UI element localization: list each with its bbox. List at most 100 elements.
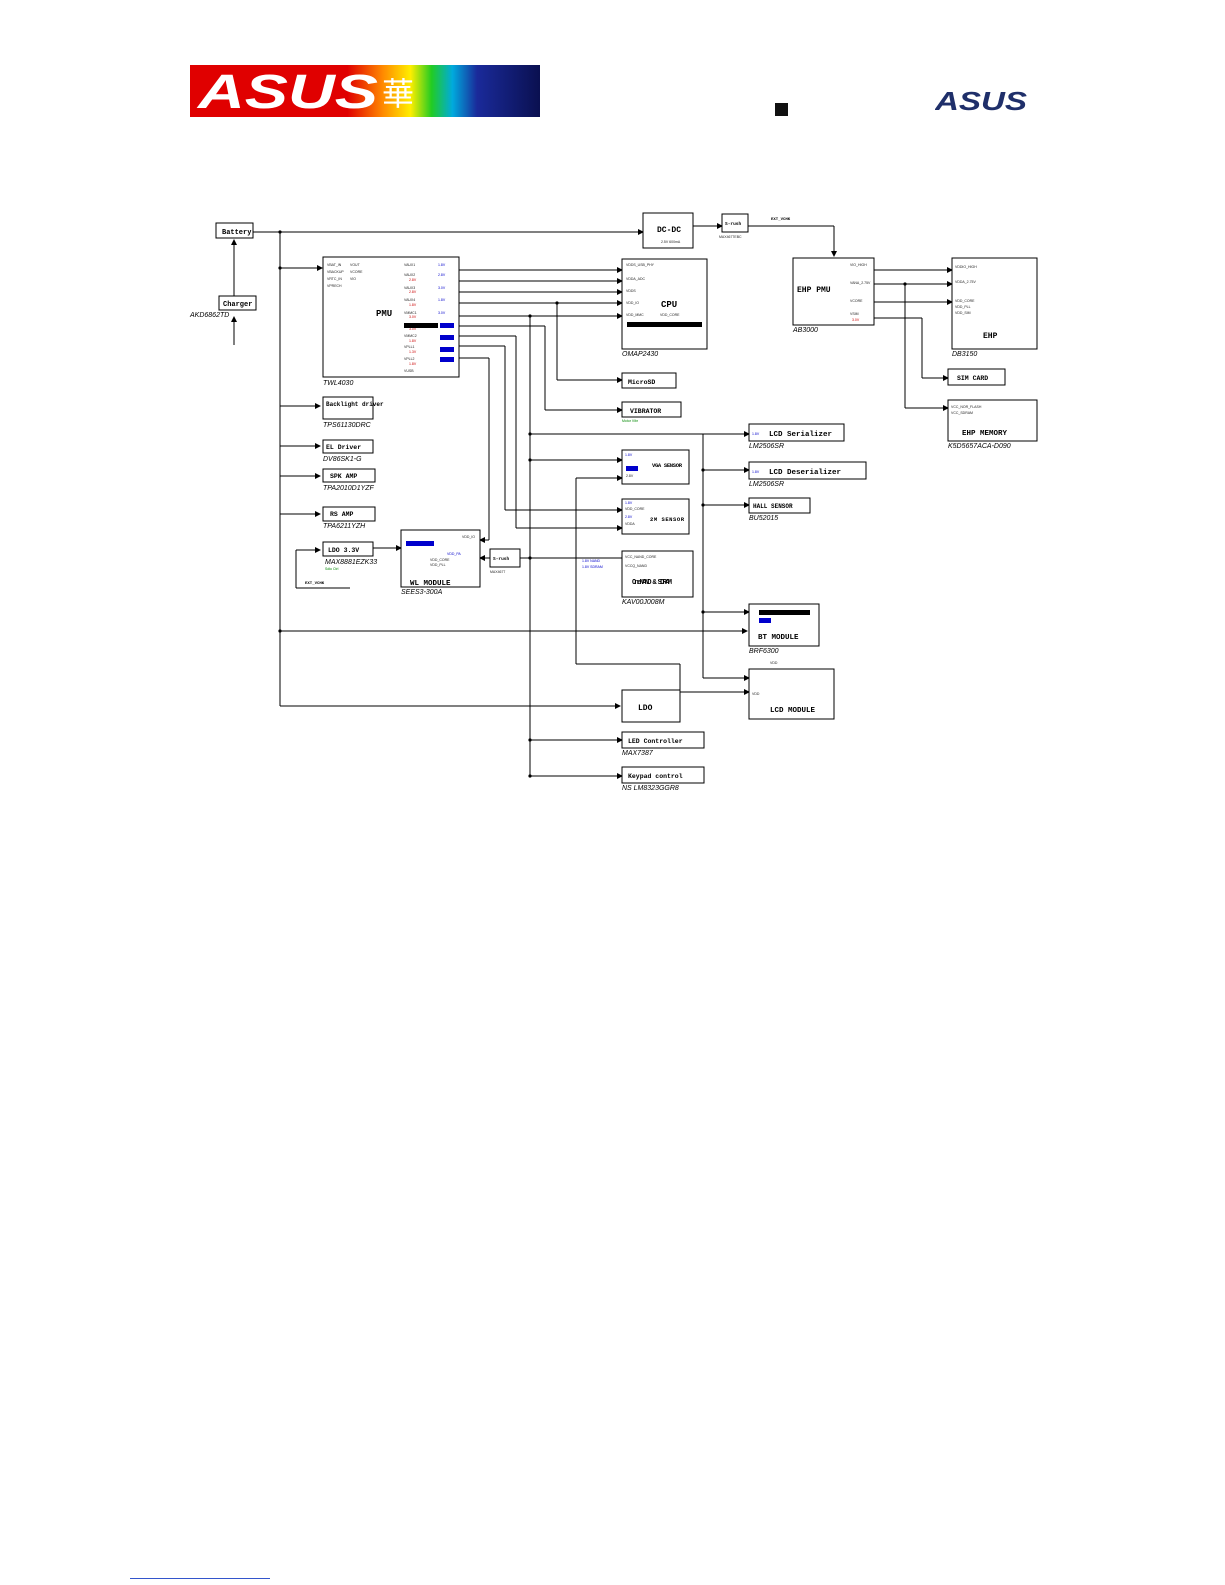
svg-text:VRTC_IN: VRTC_IN (327, 277, 342, 281)
svg-text:VDD: VDD (770, 661, 778, 665)
svg-text:VDD_IO: VDD_IO (626, 301, 639, 305)
svg-text:1.3V: 1.3V (409, 350, 417, 354)
svg-text:1.8V: 1.8V (409, 303, 417, 307)
svg-text:VPLL1: VPLL1 (404, 345, 415, 349)
svg-text:VGA SENSOR: VGA SENSOR (652, 462, 683, 469)
svg-text:VDD_SIM: VDD_SIM (955, 311, 971, 315)
svg-text:TPA2010D1YZF: TPA2010D1YZF (323, 485, 375, 492)
svg-text:VAUX2: VAUX2 (404, 273, 415, 277)
svg-text:1.8V: 1.8V (752, 470, 760, 474)
svg-text:SIM CARD: SIM CARD (957, 375, 988, 382)
svg-text:3.0V: 3.0V (852, 318, 860, 322)
svg-text:DC-DC: DC-DC (657, 226, 681, 235)
svg-text:2M SENSOR: 2M SENSOR (650, 516, 685, 523)
svg-text:1.8V: 1.8V (409, 339, 417, 343)
svg-text:VDD_PA: VDD_PA (447, 552, 461, 556)
svg-text:S-rush: S-rush (493, 556, 510, 562)
svg-text:EHP: EHP (983, 332, 998, 341)
svg-text:VIO: VIO (350, 277, 356, 281)
banner-logo-text: ASUS (197, 66, 378, 117)
svg-text:MicroSD: MicroSD (628, 379, 655, 386)
svg-text:2.8V: 2.8V (626, 474, 634, 478)
junctions (278, 230, 907, 778)
block-vibrator: VIBRATOR Motor Vibr (621, 401, 682, 423)
svg-text:MAX4677EBC: MAX4677EBC (719, 235, 742, 239)
block-ldo: LDO (621, 689, 681, 723)
svg-text:HALL SENSOR: HALL SENSOR (753, 503, 793, 510)
svg-text:VAUX3: VAUX3 (404, 286, 415, 290)
svg-text:3.0V: 3.0V (438, 311, 446, 315)
cpu-pin-legend: VDDS_USB_PHY VDDA_ADC VDDS VDD_IO VDD_MM… (626, 263, 680, 317)
svg-text:VDD_CORE: VDD_CORE (955, 299, 975, 303)
svg-text:VDD: VDD (752, 692, 760, 696)
svg-text:3.0V: 3.0V (409, 327, 417, 331)
svg-text:1.8V: 1.8V (409, 362, 417, 366)
svg-text:VDDA: VDDA (625, 522, 635, 526)
svg-text:VDD_CORE: VDD_CORE (430, 558, 450, 562)
svg-text:TPA6211YZH: TPA6211YZH (323, 523, 366, 530)
wiring (231, 223, 953, 779)
svg-text:VIO_HIGH: VIO_HIGH (850, 263, 867, 267)
svg-text:LCD MODULE: LCD MODULE (770, 707, 816, 715)
svg-text:2.5V 600mA: 2.5V 600mA (661, 240, 681, 244)
svg-text:VPRECH: VPRECH (327, 284, 342, 288)
svg-text:1.8V: 1.8V (625, 453, 633, 457)
svg-text:VCC_NAND_CORE: VCC_NAND_CORE (625, 555, 657, 559)
block-sim-card: SIM CARD (947, 368, 1006, 386)
svg-text:VCC_SDRAM: VCC_SDRAM (951, 411, 973, 415)
svg-text:3.0V: 3.0V (438, 286, 446, 290)
block-cpu: CPU OMAP2430 VDDS_USB_PHY VDDA_ADC VDDS … (621, 258, 708, 358)
svg-text:LED Controller: LED Controller (628, 738, 683, 745)
svg-text:PMU: PMU (376, 309, 392, 319)
block-backlight-driver: Backlight driver TPS61130DRC (322, 396, 384, 429)
svg-text:LCD Deserializer: LCD Deserializer (769, 469, 841, 477)
svg-text:AKD6862TD: AKD6862TD (189, 312, 229, 319)
svg-text:K5D5657ACA-D090: K5D5657ACA-D090 (948, 443, 1011, 450)
svg-text:EHP MEMORY: EHP MEMORY (962, 430, 1008, 438)
svg-text:VMMC2: VMMC2 (404, 334, 417, 338)
svg-text:Charger: Charger (223, 301, 252, 309)
svg-text:KAV00J008M: KAV00J008M (622, 599, 665, 606)
svg-text:OneNAND & SDRAM: OneNAND & SDRAM (632, 579, 672, 587)
svg-text:VBAT_IN: VBAT_IN (327, 263, 342, 267)
block-spk-amp: SPK AMP TPA2010D1YZF (322, 468, 376, 492)
block-charger: Charger AKD6862TD (189, 295, 257, 319)
svg-text:Battery: Battery (222, 229, 252, 237)
banner-cjk-char: 華 (382, 75, 414, 113)
svg-text:BT MODULE: BT MODULE (758, 634, 799, 642)
svg-text:1.8V: 1.8V (438, 298, 446, 302)
svg-text:VDDS: VDDS (626, 289, 636, 293)
svg-text:VAUX1: VAUX1 (404, 263, 415, 267)
svg-text:VCORE: VCORE (850, 299, 863, 303)
svg-text:VOUT: VOUT (350, 263, 361, 267)
svg-text:LCD Serializer: LCD Serializer (769, 431, 832, 439)
svg-text:VDD_CORE: VDD_CORE (660, 313, 680, 317)
svg-text:VDD_CORE: VDD_CORE (625, 507, 645, 511)
block-switch-2: S-rush MAX4677 (489, 548, 521, 574)
svg-text:MAX7387: MAX7387 (622, 750, 654, 757)
svg-text:Sdio Ctrl: Sdio Ctrl (325, 567, 339, 571)
svg-text:2.8V: 2.8V (409, 278, 417, 282)
block-ehp: EHP DB3150 VDDIO_HIGH VDDA_2.75V VDD_COR… (951, 257, 1038, 358)
svg-text:DB3150: DB3150 (952, 351, 977, 358)
svg-text:VDDA_ADC: VDDA_ADC (626, 277, 646, 281)
svg-text:NS LM8323GGR8: NS LM8323GGR8 (622, 785, 679, 792)
svg-text:TWL4030: TWL4030 (323, 380, 353, 387)
svg-text:1.8V: 1.8V (438, 263, 446, 267)
svg-text:Backlight driver: Backlight driver (326, 401, 384, 408)
block-hall-sensor: HALL SENSOR BU52015 (748, 497, 811, 522)
svg-text:MAX4677: MAX4677 (490, 570, 505, 574)
svg-text:2.8V: 2.8V (625, 515, 633, 519)
svg-text:VDD_PLL: VDD_PLL (430, 563, 446, 567)
block-lcd-deserializer: LCD Deserializer 1.8V LM2506SR (748, 461, 867, 488)
svg-text:VDDIO_HIGH: VDDIO_HIGH (955, 265, 977, 269)
svg-text:2.8V: 2.8V (438, 273, 446, 277)
block-microsd: MicroSD (621, 372, 677, 389)
asus-right-logo: ASUS (934, 86, 1030, 116)
svg-text:VIBRATOR: VIBRATOR (630, 408, 661, 415)
svg-text:S-rush: S-rush (725, 221, 742, 227)
svg-text:VCORE: VCORE (350, 270, 363, 274)
block-battery: Battery (215, 222, 254, 239)
